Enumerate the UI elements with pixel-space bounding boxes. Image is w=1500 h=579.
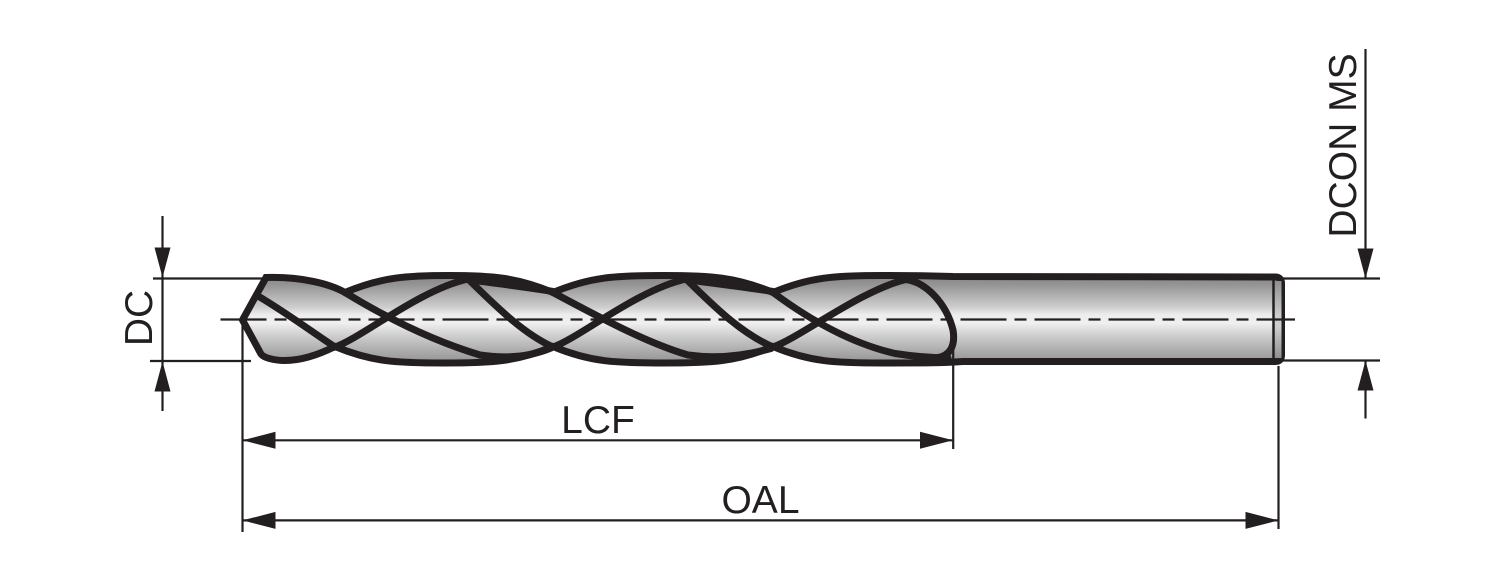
svg-text:DC: DC	[118, 290, 161, 346]
svg-text:DCON MS: DCON MS	[1322, 53, 1365, 237]
svg-text:OAL: OAL	[721, 479, 799, 522]
svg-text:LCF: LCF	[561, 399, 635, 442]
